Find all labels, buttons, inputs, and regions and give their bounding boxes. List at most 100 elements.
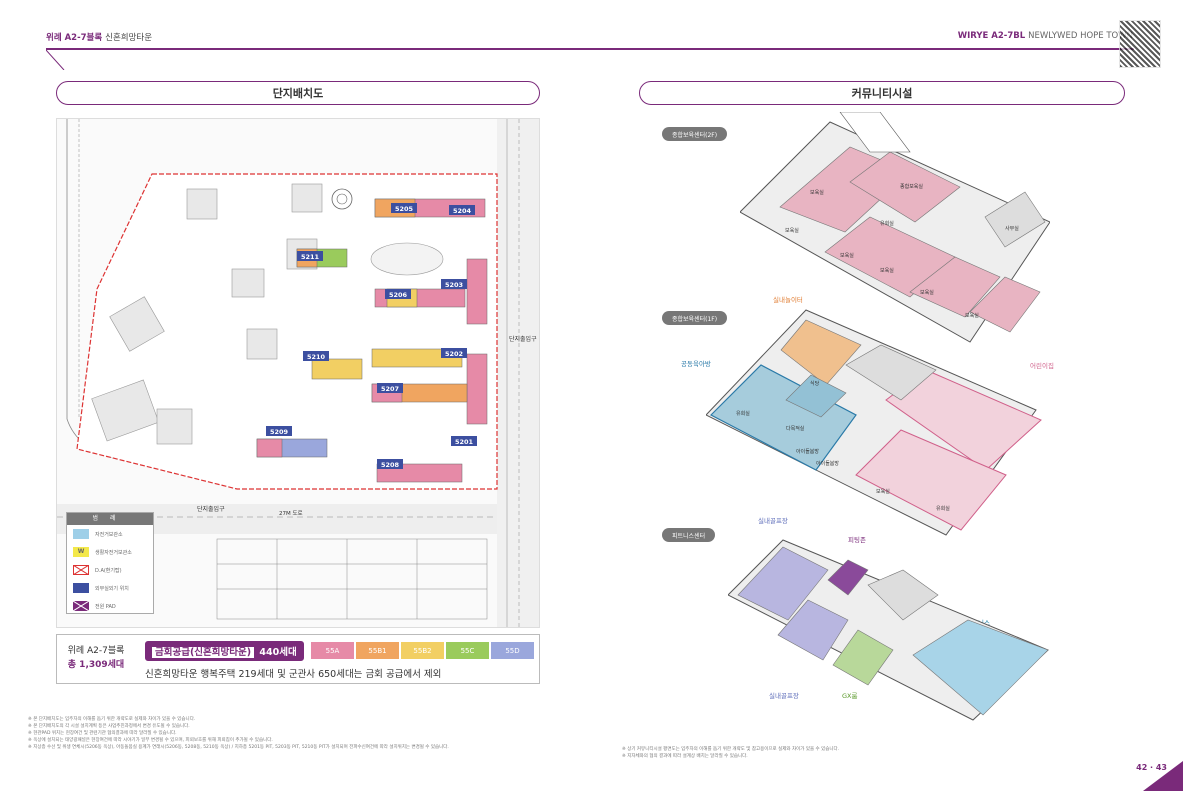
- building-tag-label: 5201: [455, 438, 474, 446]
- header-diagonal-decor: [46, 50, 65, 70]
- building-tag: [385, 289, 411, 299]
- legend-label: 자전거보관소: [95, 531, 123, 538]
- building-tag-label: 5205: [395, 205, 414, 213]
- building-tag: [266, 426, 292, 436]
- block-name: 위례 A2-7블록: [67, 646, 125, 656]
- block-summary: 위례 A2-7블록 총 1,309세대: [57, 635, 135, 683]
- building-tag: [451, 436, 477, 446]
- gx-room-label: GX룸: [842, 692, 858, 700]
- legend-item: 전원 PAD: [67, 597, 153, 615]
- legend-label: D.A(환기탑): [95, 567, 122, 574]
- center-2f-label: 종합보육센터(2F): [662, 127, 728, 141]
- center-1f-label: 종합보육센터(1F): [662, 311, 728, 325]
- floorplan-2f: 보육실 종합보육실 유희실 보육실 보육실 보육실 보육실 보육실 사무실: [740, 112, 1050, 343]
- indoor-play-label: 실내놀이터: [773, 296, 803, 304]
- brand-logo: [1119, 20, 1161, 68]
- x-box-icon: [73, 565, 89, 575]
- corner-triangle-decor: [1143, 761, 1183, 791]
- type-badge: 55C: [446, 642, 489, 659]
- block-icon: [73, 583, 89, 593]
- building-tag-label: 5207: [381, 385, 399, 393]
- header-divider: [46, 48, 1134, 50]
- legend-label: 생활자전거보관소: [95, 549, 132, 556]
- indoor-golf-bottom-label: 실내골프장: [769, 692, 799, 700]
- indoor-golf-top-label: 실내골프장: [758, 517, 788, 525]
- supply-title: 금회공급(신혼희망타운) 440세대: [145, 641, 304, 661]
- w-icon: W: [73, 547, 89, 557]
- building-tag: [303, 351, 329, 361]
- legend-label: 전원 PAD: [95, 603, 116, 610]
- building-tag: [297, 251, 323, 261]
- type-badge: 55D: [491, 642, 534, 659]
- building-tag-label: 5209: [270, 428, 289, 436]
- building-tag-label: 5204: [453, 207, 472, 215]
- type-badge: 55B2: [401, 642, 444, 659]
- community-title: 커뮤니티시설: [639, 81, 1125, 105]
- room-label: 보육실: [840, 252, 854, 259]
- supply-note: 신혼희망타운 행복주택 219세대 및 군관사 650세대는 금회 공급에서 제…: [145, 669, 442, 680]
- daycare-label: 어린이집: [1030, 362, 1054, 370]
- header-right-normal: NEWLYWED HOPE TOWN: [1028, 31, 1133, 41]
- footnotes-right: ※ 상기 커뮤니티시설 평면도는 입주자의 이해를 돕기 위한 개략도 및 참고…: [622, 746, 1122, 760]
- building-tags: 5205 5204 5211 5203 5206 5210 5202 5207 …: [266, 203, 477, 469]
- site-plan-title: 단지배치도: [56, 81, 540, 105]
- bicycle-icon: [73, 529, 89, 539]
- gate-south-label: 단지출입구: [197, 505, 225, 513]
- room-label: 식당: [810, 380, 820, 387]
- floorplan-fitness: [728, 539, 1049, 721]
- legend-item: 자전거보관소: [67, 525, 153, 543]
- footnote: ※ 본 단지배치도는 입주자의 이해를 돕기 위한 개략도로 실제와 차이가 있…: [28, 717, 196, 722]
- room-label: 보육실: [810, 189, 824, 196]
- room-label: 보육실: [785, 227, 799, 234]
- header-right-bold: WIRYE A2-7BL: [957, 31, 1026, 41]
- legend-item: D.A(환기탑): [67, 561, 153, 579]
- building-tag-label: 5211: [301, 253, 320, 261]
- legend-item: W 생활자전거보관소: [67, 543, 153, 561]
- room-label: 보육실: [920, 289, 934, 296]
- building-tag-label: 5206: [389, 291, 408, 299]
- room-label: 유희실: [880, 220, 894, 227]
- building-tag: [441, 279, 467, 289]
- legend-label: 외부실외기 위치: [95, 585, 129, 592]
- header-left: 위례 A2-7블록 신혼희망타운: [46, 31, 152, 43]
- footnote: ※ 지자체와의 협의 결과에 따라 설계상 배치는 달라질 수 있습니다.: [622, 754, 748, 759]
- footnote: ※ 본 단지배치도의 각 시설 설치계획 등은 사업추진과정에서 변경 유도될 …: [28, 724, 190, 729]
- building-tag: [391, 203, 417, 213]
- supply-highlight: 금회공급(신혼희망타운): [152, 647, 255, 658]
- footnote: ※ 현관PAD 위치는 현장여건 및 관련기관 협의결과에 따라 달라질 수 있…: [28, 731, 177, 736]
- supply-count: 440세대: [259, 647, 297, 658]
- room-label: 아이돌봄방: [816, 460, 839, 467]
- header-left-bold: 위례 A2-7블록: [46, 33, 103, 43]
- floorplan-1f: 유희실 식당 다목적실 아이돌봄방 아이돌봄방 보육실 유희실: [706, 309, 1042, 536]
- type-badge: 55B1: [356, 642, 399, 659]
- building-tag-label: 5208: [381, 461, 400, 469]
- room-label: 종합보육실: [900, 183, 923, 190]
- footnote: ※ 상기 커뮤니티시설 평면도는 입주자의 이해를 돕기 위한 개략도 및 참고…: [622, 747, 840, 752]
- room-label: 다목적실: [786, 425, 805, 432]
- building-tag-label: 5203: [445, 281, 463, 289]
- fitness-center-label: 피트니스센터: [662, 528, 716, 542]
- x-purple-icon: [73, 601, 89, 611]
- building-tag-label: 5210: [307, 353, 326, 361]
- header-left-normal: 신혼희망타운: [105, 33, 153, 43]
- room-label: 보육실: [876, 488, 890, 495]
- room-label: 아이돌봄방: [796, 448, 819, 455]
- footnote: ※ 지상층 수선 및 위생 연체시(5206동 옥상), 아동돌봄실 용계가 연…: [28, 745, 449, 750]
- building-tag: [449, 205, 475, 215]
- type-badge: 55A: [311, 642, 354, 659]
- room-label: 유희실: [736, 410, 750, 417]
- room-label: 사무실: [1005, 225, 1019, 232]
- room-label: 유희실: [936, 505, 950, 512]
- building-tag: [377, 383, 403, 393]
- legend-item: 외부실외기 위치: [67, 579, 153, 597]
- room-label: 보육실: [965, 312, 979, 319]
- footnotes-left: ※ 본 단지배치도는 입주자의 이해를 돕기 위한 개략도로 실제와 차이가 있…: [28, 716, 588, 751]
- gate-east-label: 단지출입구: [509, 335, 537, 343]
- legend-title: 범례: [67, 513, 153, 525]
- room-label: 보육실: [880, 267, 894, 274]
- block-total: 총 1,309세대: [67, 660, 125, 670]
- building-tag: [377, 459, 403, 469]
- footnote: ※ 옥상에 설치되는 태양광패널은 현장여건에 따라 시야기가 일부 변경될 수…: [28, 738, 273, 743]
- shared-nursery-label: 공동육아방: [681, 360, 711, 368]
- building-tag: [441, 348, 467, 358]
